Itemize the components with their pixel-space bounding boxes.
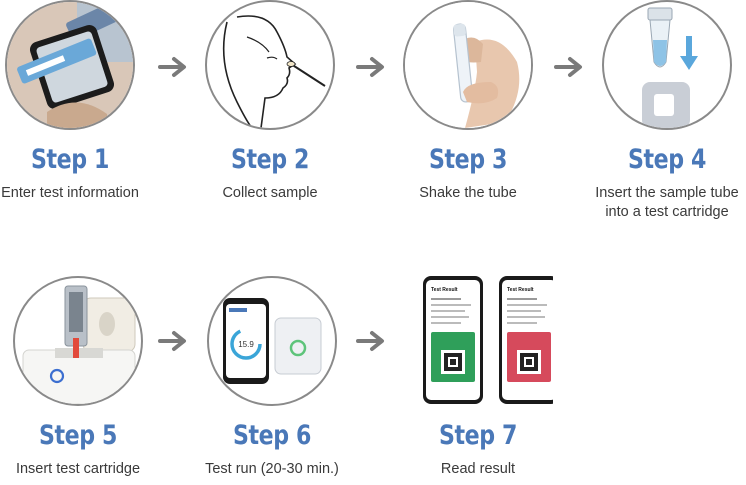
step-5: Step 5 Insert test cartridge	[0, 276, 168, 479]
result-title-1: Test Result	[431, 287, 458, 293]
arrow-right-icon	[554, 57, 582, 77]
step-3-illustration	[403, 0, 533, 130]
step-5-illustration	[13, 276, 143, 406]
result-title-2: Test Result	[507, 287, 534, 293]
step-6-title: Step 6	[232, 420, 312, 451]
step-4-title: Step 4	[627, 144, 707, 175]
step-1-description: Enter test information	[1, 185, 139, 201]
step-1-title: Step 1	[30, 144, 110, 175]
step-2: Step 2 Collect sample	[180, 0, 360, 203]
step-1-illustration	[5, 0, 135, 130]
step-6-description: Test run (20-30 min.)	[205, 461, 339, 477]
step-3-description: Shake the tube	[419, 185, 517, 201]
step-6: 15.9 Step 6 Test run (20-30 min.)	[182, 276, 362, 479]
cartridge-into-reader-image	[22, 285, 136, 404]
tube-into-cartridge-image	[642, 7, 698, 128]
step-7-description: Read result	[440, 461, 516, 477]
step-5-title: Step 5	[38, 420, 118, 451]
step-7: Test Result Test Result	[388, 274, 568, 479]
shake-tube-image	[405, 2, 531, 128]
step-4: Step 4 Insert the sample tube into a tes…	[577, 0, 746, 222]
step-3: Step 3 Shake the tube	[378, 0, 558, 203]
result-phones-illustration: Test Result Test Result	[403, 274, 553, 406]
step-2-illustration	[205, 0, 335, 130]
arrow-right-icon	[356, 57, 384, 77]
arrow-right-icon	[158, 331, 186, 351]
step-3-title: Step 3	[428, 144, 508, 175]
step-4-description: Insert the sample tube into a test cartr…	[595, 185, 739, 220]
step-4-illustration	[602, 0, 732, 130]
nasal-swab-drawing	[222, 15, 326, 128]
step-2-description: Collect sample	[222, 185, 318, 201]
step-7-title: Step 7	[438, 420, 518, 451]
arrow-right-icon	[356, 331, 384, 351]
arrow-right-icon	[158, 57, 186, 77]
phone-and-reader-image: 15.9	[223, 298, 322, 384]
step-6-illustration: 15.9	[207, 276, 337, 406]
step-2-title: Step 2	[230, 144, 310, 175]
reading-text: 15.9	[238, 340, 254, 349]
step-5-description: Insert test cartridge	[15, 461, 141, 477]
result-screens-image: Test Result Test Result	[423, 276, 553, 404]
phone-scan-image	[7, 2, 133, 128]
step-1: Step 1 Enter test information	[0, 0, 160, 203]
